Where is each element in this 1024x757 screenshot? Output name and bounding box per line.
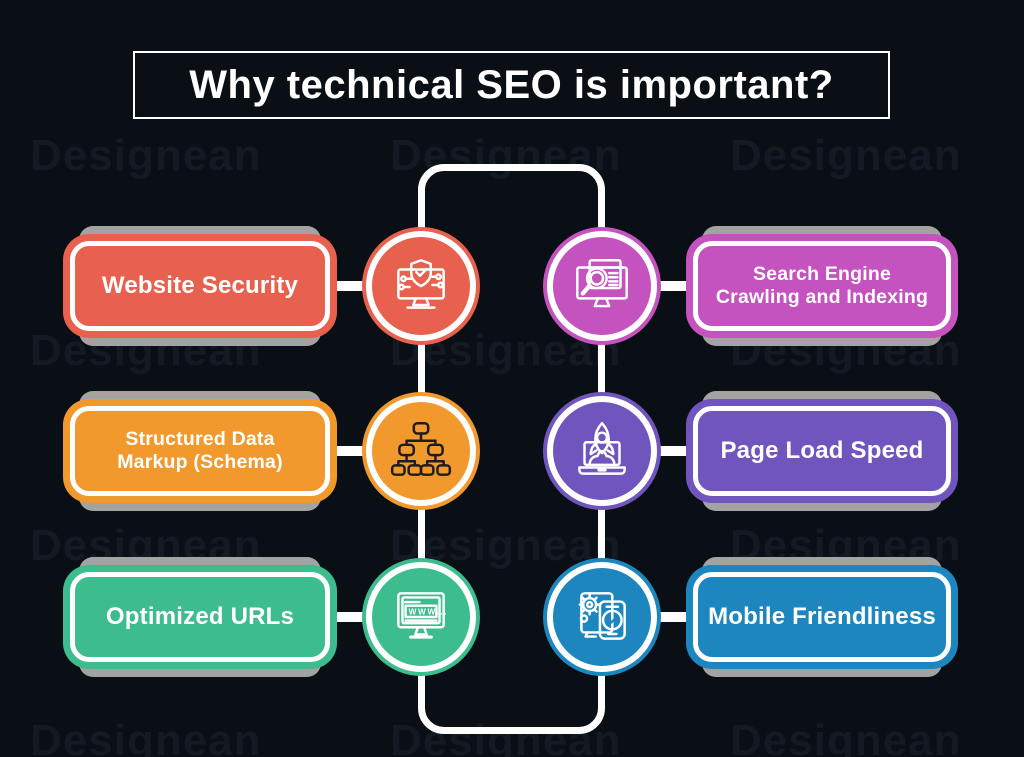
- icon-badge-ring: [547, 231, 657, 341]
- icon-badge: [362, 227, 480, 345]
- icon-badge: WWW...: [362, 558, 480, 676]
- label-box-border: [693, 406, 951, 496]
- label-box: Mobile Friendliness: [686, 565, 958, 669]
- watermark-text: Designean: [30, 131, 262, 180]
- label-box-border: [70, 572, 330, 662]
- label-box-border: [70, 241, 330, 331]
- item-label: Website Security: [101, 271, 299, 299]
- icon-badge: [543, 392, 661, 510]
- item-label: Optimized URLs: [105, 602, 295, 630]
- label-box: Page Load Speed: [686, 399, 958, 503]
- icon-badge: [362, 392, 480, 510]
- title-banner: Why technical SEO is important?: [133, 51, 890, 119]
- label-box: Search Engine Crawling and Indexing: [686, 234, 958, 338]
- icon-badge: [543, 558, 661, 676]
- item-label: Structured Data Markup (Schema): [117, 428, 283, 473]
- label-box: Optimized URLs: [63, 565, 337, 669]
- label-box-border: [693, 241, 951, 331]
- label-box-border: [70, 406, 330, 496]
- connector-stub: [635, 281, 705, 291]
- label-box-border: [693, 572, 951, 662]
- connector-stub: [635, 612, 705, 622]
- icon-badge-ring: [366, 231, 476, 341]
- connector-stub: [320, 446, 390, 456]
- watermark-text: Designean: [30, 716, 262, 757]
- item-label: Page Load Speed: [720, 436, 924, 464]
- connector-stub: [320, 281, 390, 291]
- icon-badge-ring: [366, 396, 476, 506]
- icon-badge-ring: [366, 562, 476, 672]
- label-box: Structured Data Markup (Schema): [63, 399, 337, 503]
- item-label: Search Engine Crawling and Indexing: [715, 263, 929, 308]
- label-box: Website Security: [63, 234, 337, 338]
- page-title: Why technical SEO is important?: [189, 62, 834, 107]
- connector-stub: [635, 446, 705, 456]
- icon-badge-ring: [547, 396, 657, 506]
- icon-badge: [543, 227, 661, 345]
- item-label: Mobile Friendliness: [708, 602, 936, 630]
- watermark-text: Designean: [730, 131, 962, 180]
- icon-badge-ring: [547, 562, 657, 672]
- watermark-text: Designean: [730, 716, 962, 757]
- connector-stub: [320, 612, 390, 622]
